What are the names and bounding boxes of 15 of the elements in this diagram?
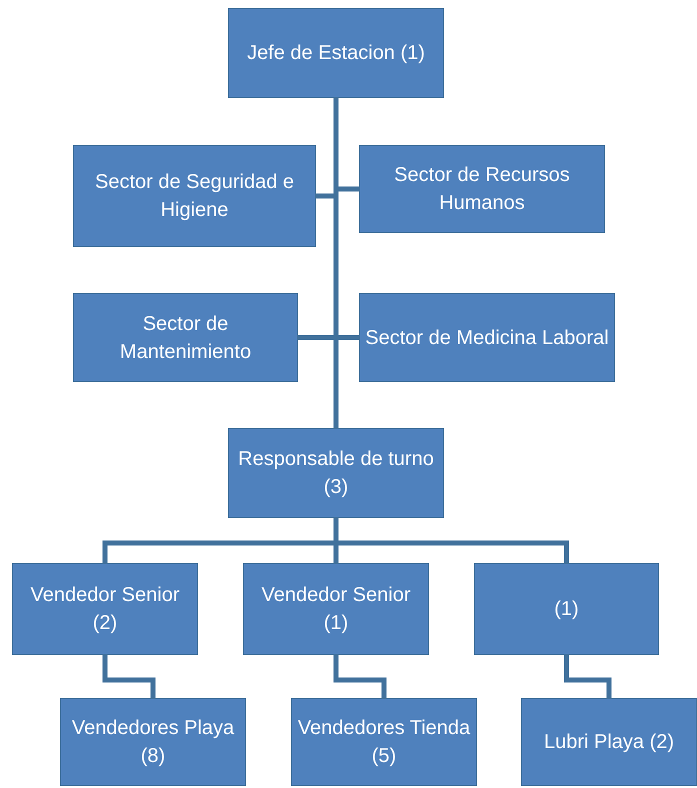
org-box: Lubri Playa (2) bbox=[521, 698, 697, 786]
org-box: (1) bbox=[474, 563, 659, 655]
org-box: Vendedor Senior (1) bbox=[243, 563, 429, 655]
connector-line bbox=[102, 655, 156, 698]
connector-line bbox=[334, 655, 386, 698]
org-box: Sector de Mantenimiento bbox=[73, 293, 298, 382]
org-box: Vendedores Tienda (5) bbox=[291, 698, 477, 786]
org-box: Vendedores Playa (8) bbox=[60, 698, 246, 786]
org-box: Sector de Medicina Laboral bbox=[359, 293, 615, 382]
org-box: Vendedor Senior (2) bbox=[12, 563, 198, 655]
connector-line bbox=[564, 655, 612, 698]
org-box: Responsable de turno (3) bbox=[228, 428, 444, 518]
org-box: Sector de Recursos Humanos bbox=[359, 145, 605, 233]
org-box: Jefe de Estacion (1) bbox=[228, 8, 444, 98]
org-box: Sector de Seguridad e Higiene bbox=[73, 145, 316, 247]
